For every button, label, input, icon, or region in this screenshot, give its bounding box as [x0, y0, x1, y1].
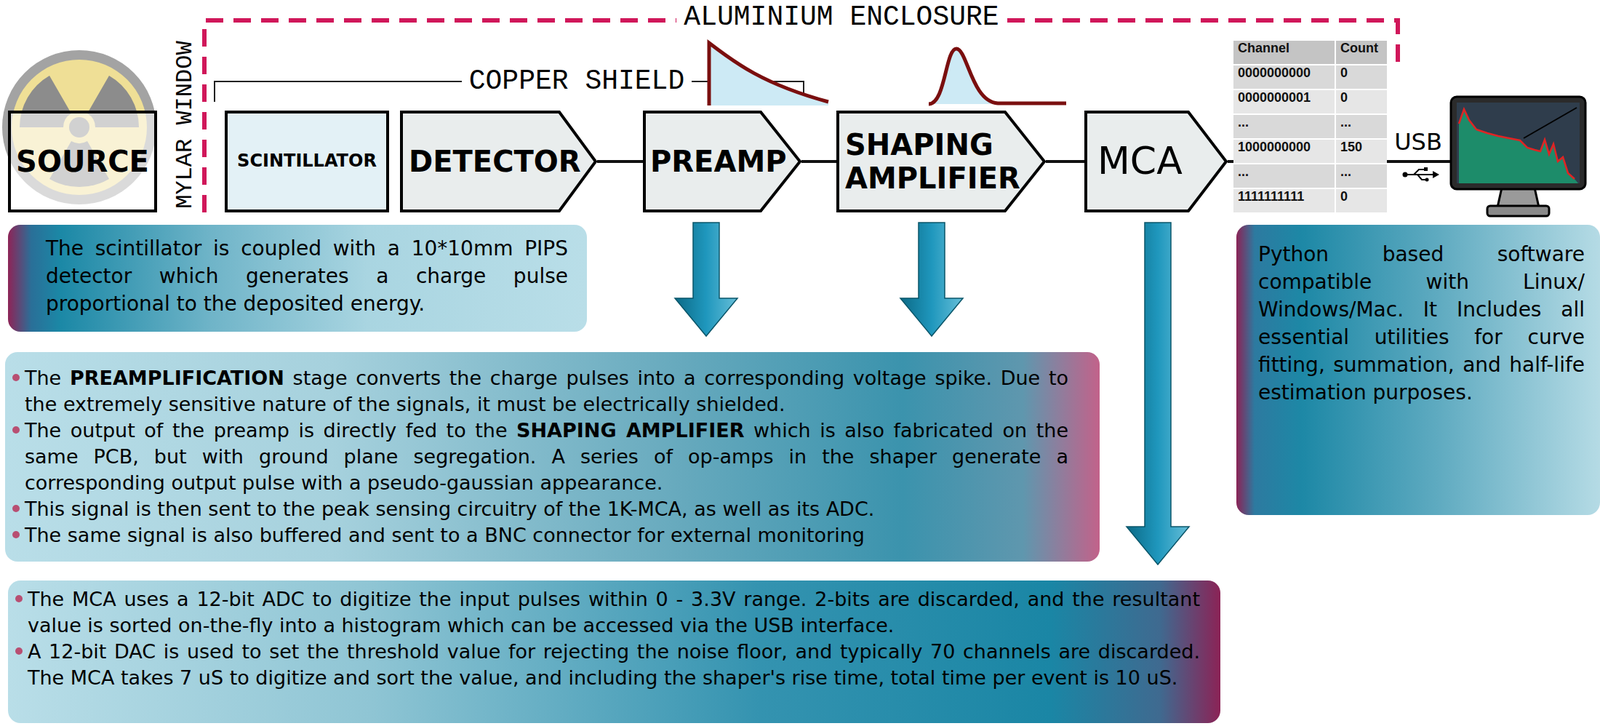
block-label: MCA — [1097, 139, 1183, 184]
table-cell: ... — [1336, 164, 1387, 188]
block-shape — [837, 112, 1045, 211]
detector-block: DETECTOR — [400, 110, 598, 213]
table-cell: Channel — [1233, 40, 1335, 64]
bullet-text: This signal is then sent to the peak sen… — [24, 496, 1069, 523]
emphasis: DETECTOR — [408, 144, 582, 179]
block-label: SHAPING AMPLIFIER — [845, 128, 1021, 195]
preamp-pulse — [709, 42, 829, 106]
table-cell: ... — [1233, 164, 1335, 188]
window-label: MYLAR WINDOW — [171, 41, 198, 209]
block-label: DETECTOR — [408, 144, 582, 179]
block-shape — [401, 112, 596, 211]
usb-icon-branch — [1417, 174, 1427, 180]
shaped-pulse — [928, 48, 1067, 104]
block-shape — [1085, 112, 1227, 211]
note-box: The PREAMPLIFICATION stage converts the … — [5, 352, 1100, 562]
usb-icon-branch — [1413, 169, 1425, 175]
table-cell: 1111111111 — [1233, 189, 1335, 213]
signal-wire — [597, 161, 643, 163]
bullet-text: The output of the preamp is directly fed… — [24, 417, 1069, 496]
spectrum-fill — [1458, 109, 1579, 184]
table-cell: 0 — [1336, 65, 1387, 89]
flow-arrow — [900, 222, 963, 336]
scintillator-box: SCINTILLATOR — [224, 110, 390, 213]
table-cell: 1000000000 — [1233, 139, 1335, 163]
wire-line — [801, 160, 837, 163]
table-cell: ... — [1233, 114, 1335, 139]
emphasis: SOURCE — [16, 144, 150, 179]
fit-line — [1523, 107, 1577, 139]
monitor-screen — [1456, 102, 1580, 184]
shield-label: COPPER SHIELD — [461, 66, 692, 97]
source-box: SOURCE — [8, 110, 158, 213]
signal-wire — [1045, 161, 1085, 163]
usb-icon-square — [1424, 167, 1428, 171]
bullet-text: A 12-bit DAC is used to set the threshol… — [27, 638, 1200, 691]
enclosure-label: ALUMINIUM ENCLOSURE — [676, 2, 1006, 33]
flow-arrow — [1126, 222, 1190, 565]
table-cell: 0000000000 — [1233, 65, 1335, 89]
monitor-icon — [1450, 96, 1586, 216]
usb-icon-head — [1432, 170, 1440, 179]
port-label: USB — [1394, 129, 1443, 155]
pulse-fill — [709, 42, 829, 106]
block-label: SCINTILLATOR — [237, 151, 377, 172]
preamp-block: PREAMP — [642, 110, 802, 213]
note-box: The scintillator is coupled with a 10*10… — [8, 224, 587, 332]
block-label: SOURCE — [16, 144, 150, 179]
mca-block: MCA — [1084, 110, 1228, 213]
shaping-amplifier-block: SHAPING AMPLIFIER — [836, 110, 1046, 213]
bullet-text: The PREAMPLIFICATION stage converts the … — [24, 365, 1069, 418]
usb-icon-dot — [1425, 178, 1430, 182]
block-shape — [644, 112, 800, 211]
emphasis: PREAMP — [650, 144, 787, 179]
signal-wire — [801, 161, 837, 163]
note-text: The scintillator is coupled with a 10*10… — [45, 234, 568, 318]
emphasis: PREAMPLIFICATION — [69, 366, 285, 390]
usb-icon-stem — [1405, 173, 1434, 176]
table-cell: 150 — [1336, 139, 1387, 163]
usb-wire — [1386, 160, 1452, 163]
note-text: Python based software compatible with Li… — [1258, 240, 1585, 407]
monitor-neck — [1497, 187, 1539, 208]
table-cell: Count — [1336, 40, 1387, 64]
flow-arrow — [674, 222, 738, 336]
enclosure-outline — [204, 20, 1398, 213]
bullet-text: The MCA uses a 12-bit ADC to digitize th… — [27, 586, 1200, 639]
wire-line — [1045, 160, 1085, 163]
emphasis: SCINTILLATOR — [237, 150, 377, 171]
emphasis: SHAPING AMPLIFIER — [845, 128, 1021, 195]
usb-icon-dot — [1402, 172, 1408, 178]
bullet-text: The same signal is also buffered and sen… — [24, 522, 1069, 549]
table-cell: 0000000001 — [1233, 90, 1335, 114]
monitor-base — [1487, 205, 1550, 216]
table-cell: 0 — [1336, 90, 1387, 114]
table-cell: 0 — [1336, 189, 1387, 213]
emphasis: SHAPING AMPLIFIER — [516, 418, 744, 442]
wire-line — [597, 160, 643, 163]
note-box: The MCA uses a 12-bit ADC to digitize th… — [8, 580, 1221, 723]
monitor-bezel — [1450, 96, 1586, 190]
note-box: Python based software compatible with Li… — [1236, 224, 1600, 515]
table-cell: ... — [1336, 114, 1387, 139]
usb-icon — [1402, 167, 1440, 182]
block-label: PREAMP — [650, 144, 787, 179]
